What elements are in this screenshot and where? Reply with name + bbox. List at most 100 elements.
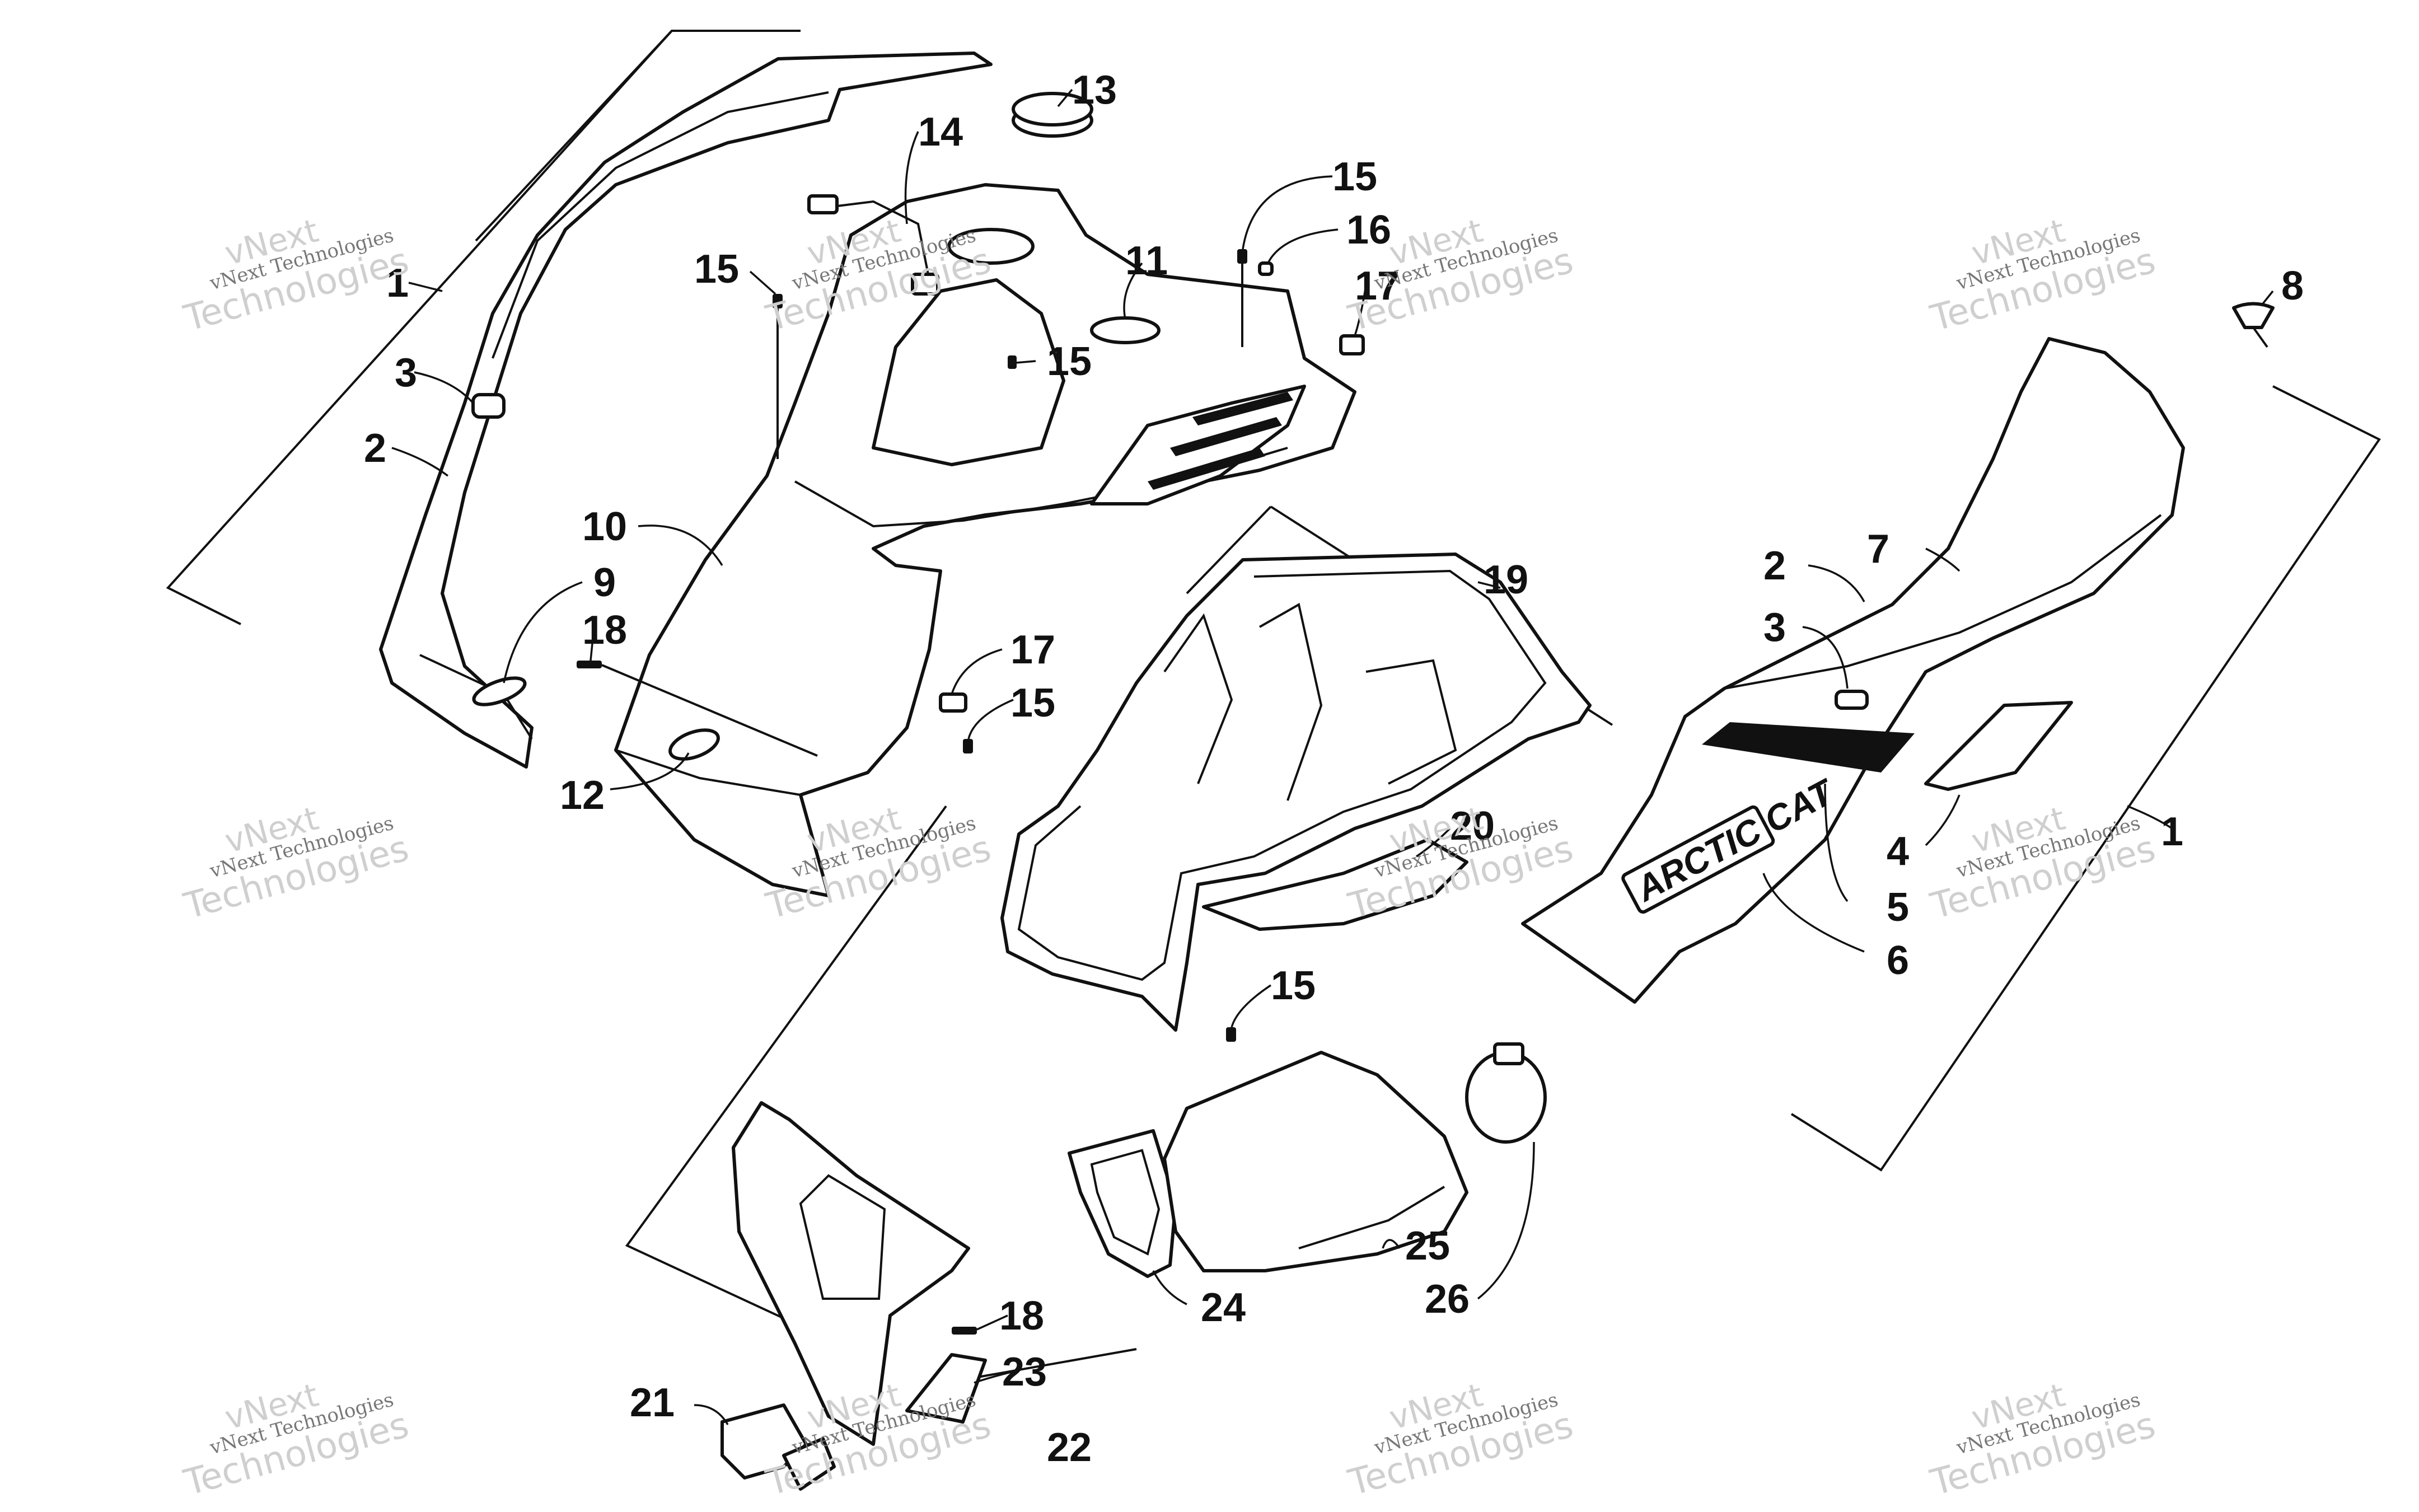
air-box-outline — [1000, 553, 1592, 1032]
callout-19: 19 — [1484, 558, 1528, 602]
part-14-connector-a — [807, 194, 839, 214]
callout-2-right: 2 — [1763, 544, 1786, 588]
leader-15-e — [1230, 984, 1271, 1028]
leader-16 — [1267, 228, 1339, 264]
callout-18-bottom: 18 — [999, 1294, 1044, 1338]
screws — [577, 249, 1365, 1042]
callout-11: 11 — [1125, 238, 1168, 283]
air-box-inner-rim — [1017, 569, 1547, 981]
part-14-wire — [828, 200, 930, 280]
air-box-baffle-1 — [1163, 613, 1233, 784]
leader-1-left — [408, 282, 443, 292]
part-20-seal — [1202, 838, 1468, 931]
part-13-cap — [1012, 92, 1093, 138]
part-22-bracket — [732, 1101, 970, 1446]
leader-1-right — [2127, 805, 2173, 830]
clip-17-a — [1339, 334, 1365, 355]
right-side-panel-stripe-line — [1724, 514, 2162, 690]
callout-21: 21 — [630, 1380, 675, 1425]
screw-18-b — [952, 1327, 977, 1335]
screw-18-a-axis — [601, 664, 818, 757]
part-11-badge-opening — [1090, 316, 1161, 344]
callout-24: 24 — [1201, 1285, 1246, 1330]
callout-3-right: 3 — [1763, 605, 1786, 650]
callout-8: 8 — [2281, 264, 2304, 308]
main-hood-vent-slot-1 — [1148, 448, 1265, 490]
callout-6: 6 — [1887, 938, 1909, 983]
callout-15-d: 15 — [1010, 681, 1055, 725]
callout-3-left: 3 — [395, 350, 417, 395]
watermark-8: vNext vNext Technologies Technologies — [1926, 799, 2160, 928]
leader-9 — [503, 581, 583, 684]
main-hood-vent-slot-2 — [1170, 417, 1282, 456]
callout-17-top: 17 — [1355, 264, 1400, 308]
callout-26: 26 — [1425, 1277, 1470, 1322]
right-side-panel: ARCTIC CAT — [1521, 302, 2275, 1004]
leader-18-bottom — [976, 1314, 1008, 1331]
leader-15-c — [1016, 360, 1036, 364]
callout-7: 7 — [1867, 527, 1889, 572]
callout-25: 25 — [1405, 1224, 1450, 1268]
leader-3-right — [1802, 626, 1849, 689]
leader-6 — [1762, 873, 1865, 953]
part-12-emblem — [668, 728, 720, 761]
leader-lines — [391, 88, 2274, 1425]
leader-26 — [1477, 1141, 1535, 1300]
part-26-clamp — [1465, 1051, 1547, 1144]
main-hood-nose-line — [615, 749, 801, 796]
part-8-leader-axis — [2252, 326, 2268, 348]
screw-15-e — [1226, 1027, 1236, 1042]
left-side-panel-stripe — [492, 91, 829, 359]
clip-16 — [1258, 261, 1274, 276]
callout-12: 12 — [560, 773, 605, 818]
callout-15-b: 15 — [1332, 155, 1377, 199]
part-3-badge-right — [1835, 690, 1869, 710]
callout-2-left: 2 — [364, 426, 386, 471]
main-hood-outline — [614, 183, 1356, 897]
leader-24 — [1152, 1270, 1187, 1305]
main-hood-vent-left — [872, 278, 1065, 466]
frame-air-box-top — [1186, 505, 1272, 594]
part-23-decal — [905, 1353, 987, 1424]
leader-14 — [904, 131, 919, 224]
left-side-panel — [379, 52, 993, 769]
part-13-cap-top — [1012, 92, 1093, 127]
leader-15-b — [1242, 175, 1333, 250]
main-hood-vent-slot-3 — [1192, 392, 1293, 425]
callout-23: 23 — [1002, 1350, 1047, 1394]
callout-1-right: 1 — [2161, 809, 2183, 854]
left-side-panel-outline — [379, 52, 993, 769]
watermark-5: vNext vNext Technologies Technologies — [180, 799, 413, 928]
part-3-badge — [471, 393, 506, 419]
leader-2-right — [1808, 564, 1865, 602]
right-side-panel-outline — [1521, 337, 2185, 1004]
watermark-9: vNext vNext Technologies Technologies — [180, 1376, 413, 1504]
leader-2-left — [391, 447, 449, 477]
callout-18-top: 18 — [582, 608, 627, 653]
screw-15-b — [1237, 249, 1247, 264]
frame-left-hood — [166, 30, 801, 625]
leader-13 — [1057, 88, 1073, 107]
callout-9: 9 — [593, 560, 616, 605]
watermark-4: vNext vNext Technologies Technologies — [1926, 212, 2160, 340]
leader-3-left — [414, 371, 474, 404]
callout-22: 22 — [1047, 1425, 1092, 1470]
leader-8 — [2261, 290, 2274, 306]
frame-left-hood-right — [475, 30, 673, 242]
callout-13: 13 — [1072, 68, 1117, 113]
part-25-duct — [1163, 1051, 1468, 1272]
callout-15-a: 15 — [694, 247, 739, 292]
callout-20: 20 — [1450, 804, 1495, 849]
clip-17-b — [939, 692, 967, 713]
screw-15-c — [1008, 355, 1017, 369]
air-box-baffle-3 — [1365, 659, 1457, 785]
callout-4: 4 — [1887, 829, 1909, 874]
part-26-clamp-screw — [1493, 1042, 1524, 1065]
part-4-reflector — [1924, 701, 2073, 791]
leader-15-a — [749, 270, 776, 295]
main-hood — [614, 183, 1356, 897]
leader-10 — [638, 525, 723, 566]
leader-11 — [1123, 262, 1143, 320]
air-box-baffle-2 — [1259, 602, 1323, 801]
